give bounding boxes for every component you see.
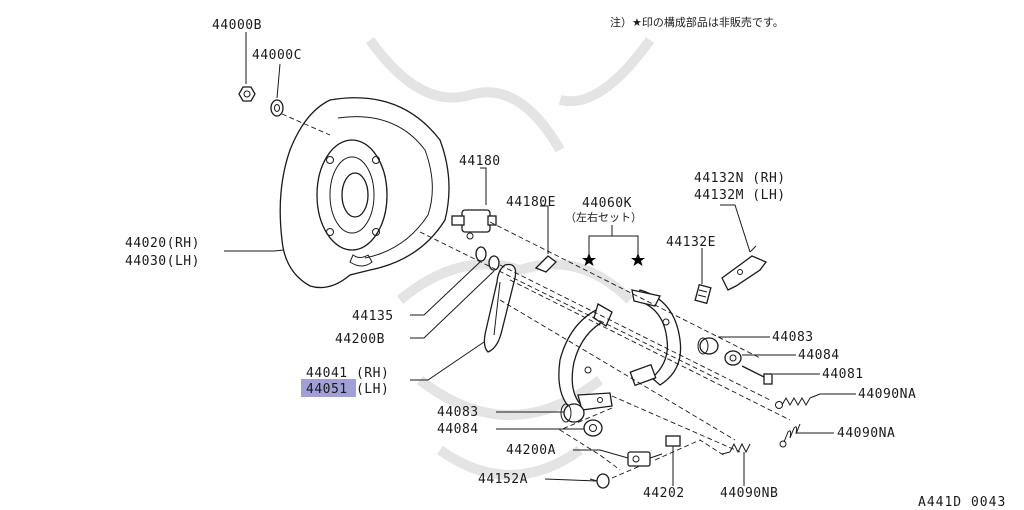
highlight-44051 — [301, 379, 356, 397]
spring-44090NA-lower — [779, 423, 801, 448]
label-44180E[interactable]: 44180E — [506, 195, 556, 210]
label-44202[interactable]: 44202 — [643, 486, 685, 501]
label-44132N[interactable]: 44132N (RH) — [694, 171, 786, 186]
brake-shoe-right — [629, 289, 682, 387]
retainer-44084-right — [724, 350, 742, 366]
backing-plate-44020 — [279, 97, 450, 289]
assembly-lines — [281, 113, 791, 479]
label-44090NA-lower[interactable]: 44090NA — [837, 426, 895, 441]
pin-44200B — [488, 255, 500, 271]
label-44020[interactable]: 44020(RH) — [125, 236, 200, 251]
label-44180[interactable]: 44180 — [459, 154, 501, 169]
spring-44132E — [694, 283, 712, 305]
star-marker-right — [631, 253, 645, 266]
spring-44090NB — [721, 442, 751, 455]
label-44083-right[interactable]: 44083 — [772, 330, 814, 345]
label-44135[interactable]: 44135 — [352, 309, 394, 324]
diagram-code: A441D 0043 — [918, 495, 1006, 510]
brake-shoe-left — [558, 303, 613, 411]
washer-44000C — [270, 99, 284, 117]
washer-44135 — [475, 246, 487, 262]
label-44030[interactable]: 44030(LH) — [125, 254, 200, 269]
retainer-44084-left — [583, 419, 603, 437]
label-44090NA-upper[interactable]: 44090NA — [858, 387, 916, 402]
label-44083-left[interactable]: 44083 — [437, 405, 479, 420]
adjuster-44200A — [627, 451, 663, 467]
pin-44081 — [741, 365, 773, 385]
clip-44202 — [665, 435, 681, 470]
adjuster-plate-44041 — [483, 263, 517, 353]
label-44000C[interactable]: 44000C — [252, 48, 302, 63]
non-sale-note: 注）★印の構成部品は非販売です。 — [610, 15, 784, 29]
label-44152A[interactable]: 44152A — [478, 472, 528, 487]
spring-44090NA-upper — [775, 393, 821, 409]
label-44081[interactable]: 44081 — [822, 367, 864, 382]
spring-cup-44083-left — [560, 403, 585, 423]
label-44090NB[interactable]: 44090NB — [720, 486, 778, 501]
label-44041[interactable]: 44041 (RH) — [306, 366, 389, 381]
strut-lever-44132N — [721, 245, 768, 291]
label-44060K[interactable]: 44060K — [582, 196, 632, 211]
label-44084-left[interactable]: 44084 — [437, 422, 479, 437]
star-marker-left — [582, 253, 596, 266]
label-44051[interactable]: 44051 (LH) — [306, 382, 389, 397]
label-44132M[interactable]: 44132M (LH) — [694, 188, 786, 203]
label-44200B[interactable]: 44200B — [335, 332, 385, 347]
label-44200A[interactable]: 44200A — [506, 443, 556, 458]
label-44000B[interactable]: 44000B — [212, 18, 262, 33]
wheel-cylinder-44180 — [451, 175, 497, 240]
bracket-44060K — [588, 225, 639, 262]
clip-44180E — [534, 255, 557, 273]
spring-cup-44083-right — [697, 337, 719, 355]
label-44084-right[interactable]: 44084 — [798, 348, 840, 363]
label-44132E[interactable]: 44132E — [666, 235, 716, 250]
nut-44000B — [238, 86, 256, 102]
leader-lines — [224, 32, 856, 486]
label-44060K-set: （左右セット） — [565, 210, 642, 224]
